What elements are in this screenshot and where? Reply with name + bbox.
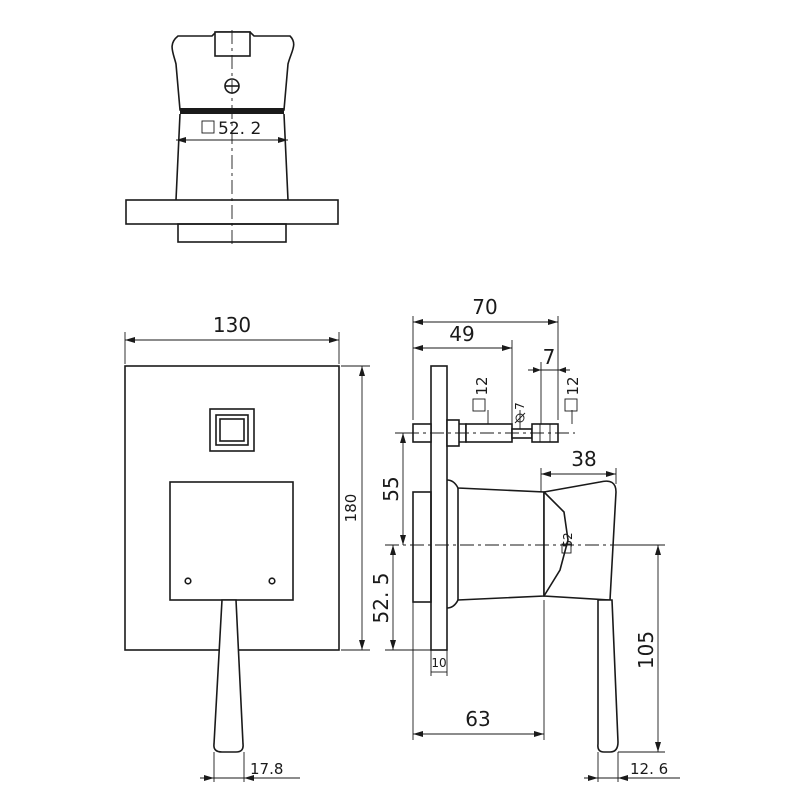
side-view-spindle-square-b-symbol: [564, 398, 578, 412]
front-view-dim-130-arrow-right: [329, 337, 339, 343]
front-view-handle-width-label: 17.8: [250, 760, 283, 778]
side-view-spindle-square-a-label: 12: [473, 376, 491, 395]
side-view-dim-126-arrow-right: [618, 775, 628, 781]
side-view-plate: [430, 365, 448, 651]
side-view-handle-body-depth-label: 38: [571, 447, 596, 471]
top-view-diverter-square: [214, 31, 251, 57]
side-view-diameter-symbol-slash: [514, 412, 526, 424]
side-view-lever-head: [543, 480, 617, 601]
top-view-square-symbol: [201, 120, 215, 134]
side-view-dim-7-arrow-left: [533, 367, 541, 373]
side-view-dim-7-arrow-right: [558, 367, 566, 373]
side-view-overall-depth-label: 70: [472, 295, 497, 319]
side-view-spindle-diameter-label: 7: [513, 402, 527, 410]
side-view-base-depth-label: 63: [465, 707, 490, 731]
front-view-plate-height-label: 180: [342, 494, 360, 523]
front-view-diverter-outer: [209, 408, 255, 452]
side-view-handle-tip-width-label: 12. 6: [630, 760, 668, 778]
front-view-plate-width-label: 130: [213, 313, 251, 337]
side-view-dim-49-arrow-left: [413, 345, 423, 351]
front-view-dim-180-arrow-bottom: [359, 640, 365, 650]
side-view: 52 70 49 7 12 7 12: [369, 295, 680, 782]
side-view-diameter-symbol-icon: [515, 413, 525, 423]
side-view-diverter-tip-label: 7: [543, 345, 556, 369]
front-view-dim-178-arrow-right: [244, 775, 254, 781]
side-view-dim-70-arrow-left: [413, 319, 423, 325]
side-view-upper-offset-label: 55: [379, 476, 403, 501]
side-view-rear-box: [412, 491, 432, 603]
side-view-dim-105-arrow-bottom: [655, 742, 661, 752]
top-view-body: [175, 113, 289, 201]
side-view-dim-63-arrow-right: [534, 731, 544, 737]
side-view-lower-offset-label: 52. 5: [369, 573, 393, 624]
front-view-screw-left-icon: [184, 577, 192, 585]
top-view-handle-outline: [171, 31, 295, 111]
side-view-spindle-square-a-symbol: [472, 398, 486, 412]
top-view-dim-arrow-left: [176, 137, 186, 143]
side-view-handle-length-label: 105: [634, 631, 658, 669]
side-view-dim-55-arrow-top: [400, 433, 406, 443]
side-view-diverter-spindle: [412, 419, 559, 447]
side-view-lever-handle: [597, 599, 619, 753]
top-view-width-label: 52. 2: [218, 119, 261, 139]
side-view-dim-38-arrow-right: [606, 471, 616, 477]
side-view-dim-49-arrow-right: [502, 345, 512, 351]
front-view-diverter-mid: [215, 414, 249, 446]
side-view-body-square-symbol: [561, 543, 572, 554]
side-view-dim-126-arrow-left: [588, 775, 598, 781]
front-view-diverter-inner: [219, 418, 245, 442]
side-view-plate-thickness-label: 10: [431, 656, 446, 670]
side-view-diverter-depth-label: 49: [449, 322, 474, 346]
front-view: 130 180 17.8: [124, 313, 370, 782]
side-view-dim-38-arrow-left: [541, 471, 551, 477]
side-view-dim-55-arrow-bottom: [400, 535, 406, 545]
front-view-dim-180-arrow-top: [359, 366, 365, 376]
side-view-dim-105-arrow-top: [655, 545, 661, 555]
side-view-dim-525-arrow-top: [390, 545, 396, 555]
side-view-body-square-label: 52: [561, 532, 575, 547]
front-view-screw-right-icon: [268, 577, 276, 585]
front-view-dim-178-arrow-left: [204, 775, 214, 781]
top-view: 52. 2: [125, 30, 339, 246]
front-view-dim-130-arrow-left: [125, 337, 135, 343]
front-view-lever-handle: [213, 599, 244, 753]
top-view-dim-arrow-right: [278, 137, 288, 143]
side-view-lever-head-bevel: [543, 491, 569, 597]
side-view-dim-70-arrow-right: [548, 319, 558, 325]
side-view-lever-body: [446, 479, 545, 609]
side-view-dim-63-arrow-left: [413, 731, 423, 737]
side-view-dim-525-arrow-bottom: [390, 640, 396, 650]
side-view-spindle-square-b-label: 12: [564, 376, 582, 395]
